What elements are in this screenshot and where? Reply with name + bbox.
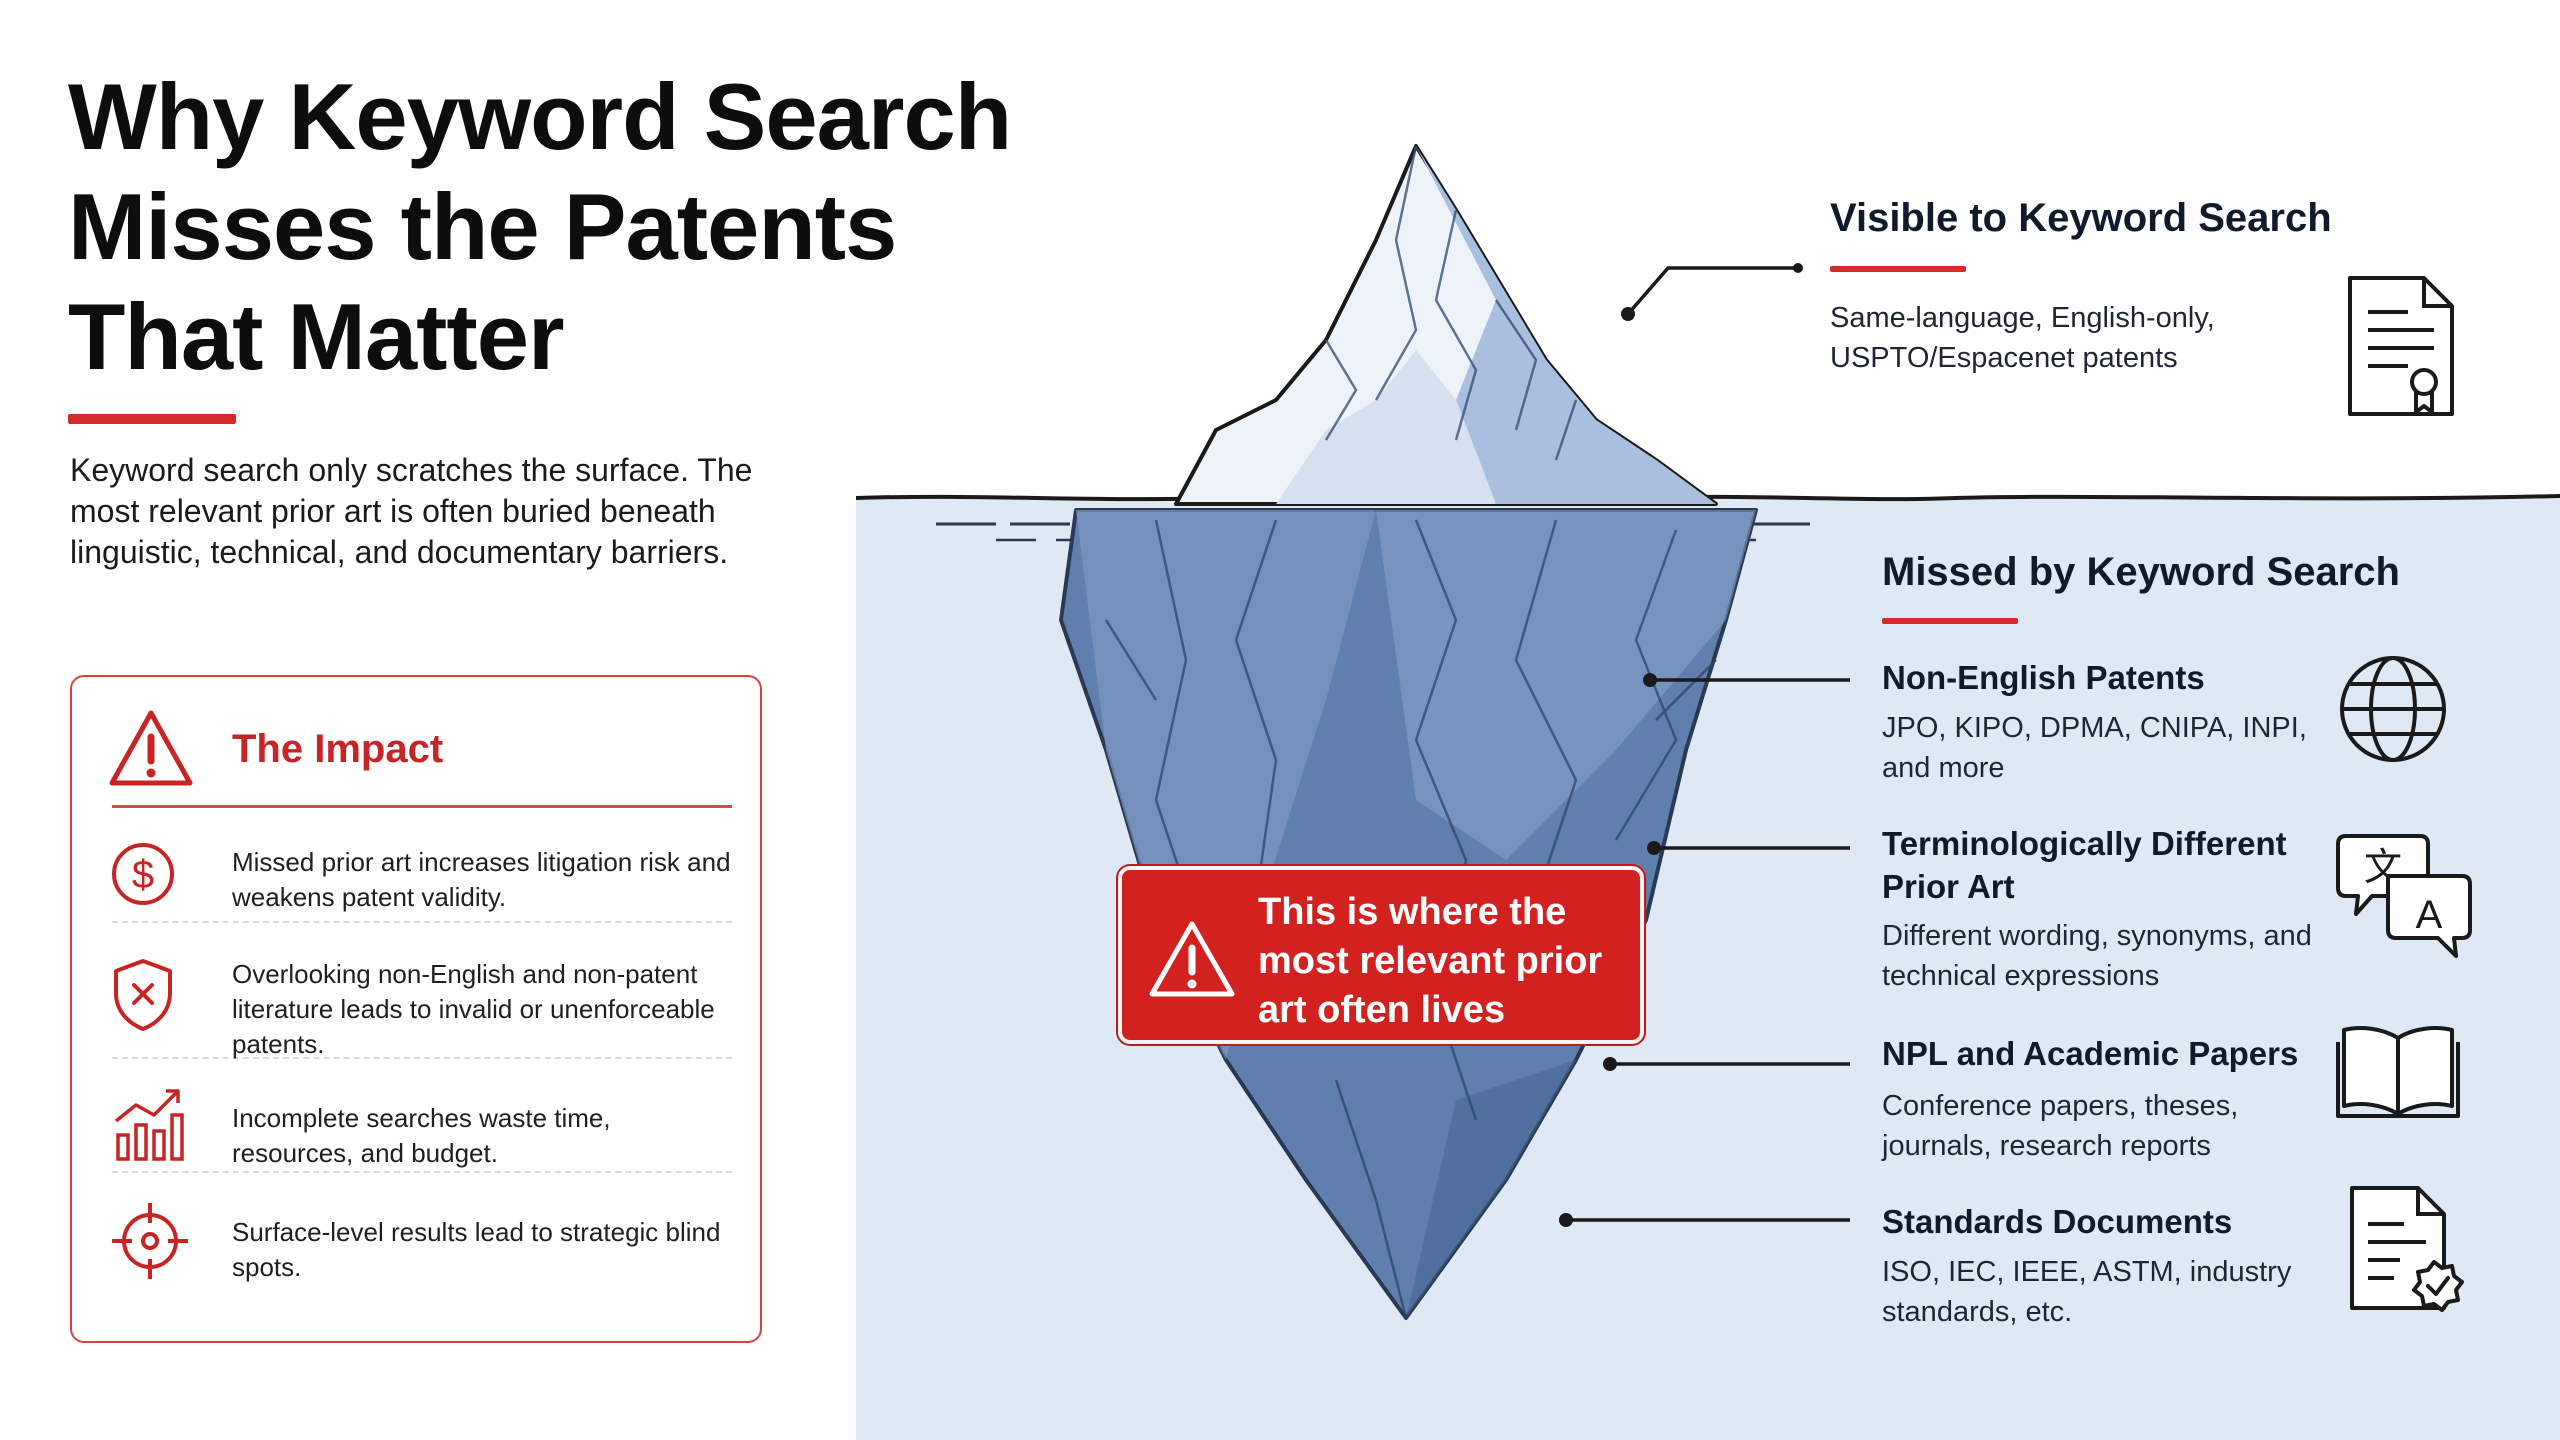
impact-title: The Impact [232,727,444,771]
missed-item-title: Terminologically Different Prior Art [1882,825,2287,905]
certificate-document-icon [2348,276,2454,416]
missed-item-desc: Different wording, synonyms, and technic… [1882,920,2312,992]
certified-document-icon [2350,1186,2464,1312]
impact-panel: The Impact $ Missed prior art increases … [70,675,762,1343]
missed-item-title: Standards Documents [1882,1203,2233,1240]
impact-item-text: Missed prior art increases litigation ri… [232,847,731,912]
impact-header [112,705,732,808]
page-title: Why Keyword Search Misses the Patents Th… [68,64,1012,389]
visible-underline [1830,266,1966,272]
impact-item [112,921,732,1059]
callout-text: This is where the most relevant prior ar… [1258,891,1603,1031]
missed-item-title: NPL and Academic Papers [1882,1035,2299,1072]
globe-icon [2340,656,2446,762]
impact-item-text: Surface-level results lead to strategic … [232,1217,721,1282]
svg-text:$: $ [132,853,154,897]
title-underline [68,414,236,424]
callout-box: This is where the most relevant prior ar… [1118,866,1644,1044]
shield-x-icon [114,959,172,1031]
warning-icon [1149,921,1235,997]
dollar-icon: $ [112,843,174,905]
missed-item-desc: Conference papers, theses, journals, res… [1882,1090,2239,1162]
visible-heading: Visible to Keyword Search [1830,196,2332,240]
missed-item-desc: ISO, IEC, IEEE, ASTM, industry standards… [1882,1256,2292,1328]
chart-arrow-icon [114,1089,184,1161]
visible-pointer-line [1621,263,1803,321]
missed-item-title: Non-English Patents [1882,659,2205,696]
impact-item [112,1057,732,1173]
missed-pointer-lines [1559,673,1850,1227]
target-icon [112,1203,188,1279]
impact-item [112,813,732,923]
missed-heading: Missed by Keyword Search [1882,550,2400,594]
translate-icon: 文 A [2336,834,2472,958]
impact-item-text: Overlooking non-English and non-patent l… [232,959,715,1059]
intro-text: Keyword search only scratches the surfac… [70,452,753,570]
book-icon [2336,1026,2460,1118]
warning-icon [109,710,193,786]
visible-desc: Same-language, English-only, USPTO/Espac… [1830,302,2215,374]
missed-underline [1882,618,2018,624]
missed-item-desc: JPO, KIPO, DPMA, CNIPA, INPI, and more [1882,712,2307,784]
svg-text:A: A [2416,893,2443,937]
impact-item-text: Incomplete searches waste time, resource… [232,1103,611,1168]
